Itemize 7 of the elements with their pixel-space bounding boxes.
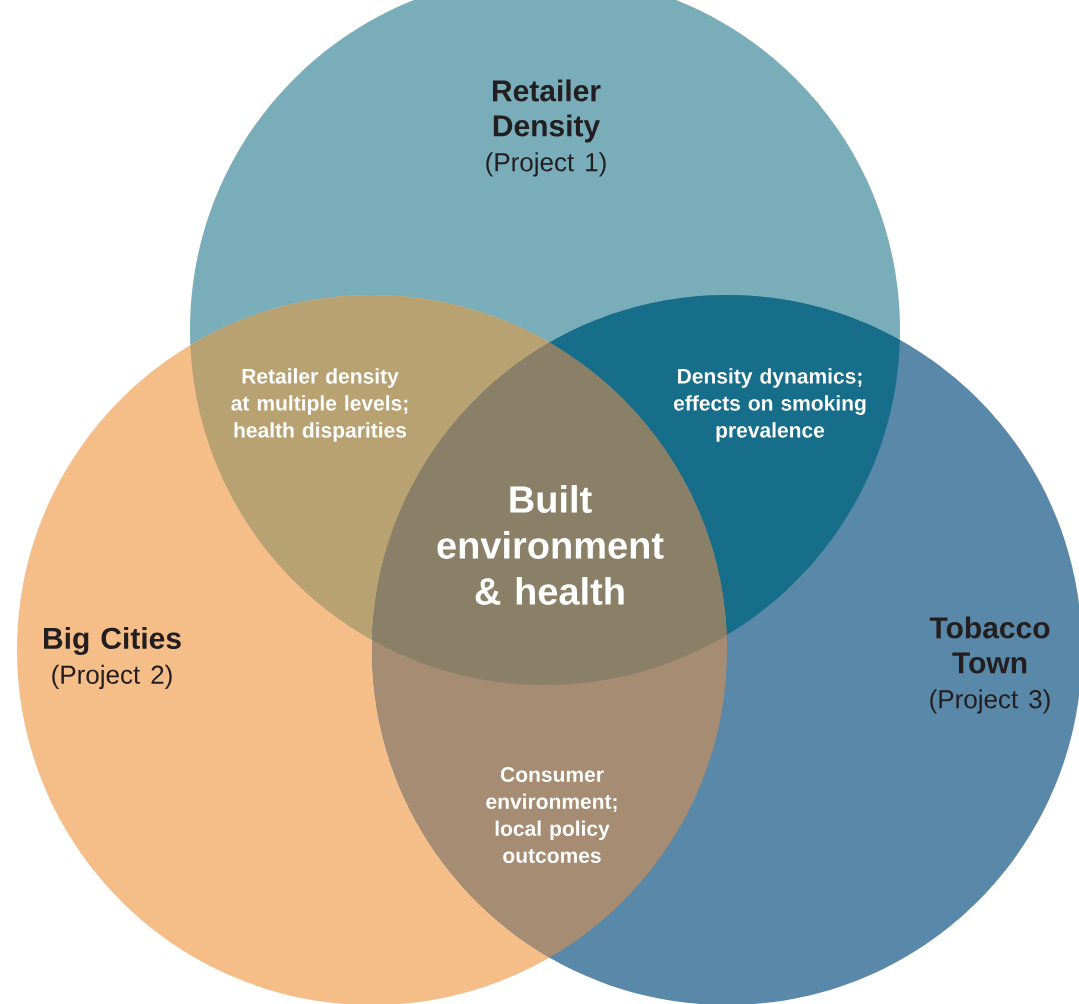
overlap-label: Density dynamics; effects on smoking prevalence [673, 368, 866, 442]
overlap-label: Built environment & health [437, 485, 664, 605]
circle-label: Big Cities (Project 2) [44, 626, 181, 690]
overlap-label: Retailer density at multiple levels; health disparities [231, 368, 408, 442]
circle-label: Retailer Density (Project 1) [486, 79, 606, 177]
circle-label: Tobacco Town (Project 3) [929, 616, 1050, 714]
overlap-label: Consumer environment; local policy outcomes [486, 767, 617, 863]
